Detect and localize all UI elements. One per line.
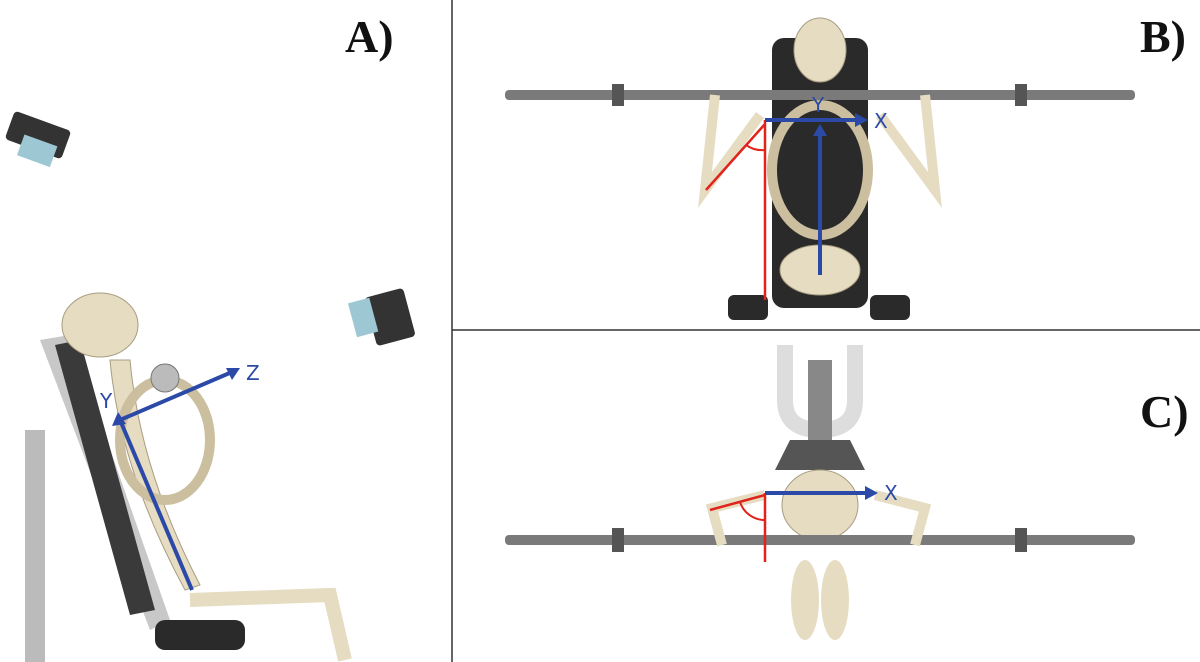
angle-arc bbox=[745, 144, 766, 152]
dumbbell bbox=[150, 363, 180, 393]
bench-seat bbox=[155, 620, 245, 650]
axis-label-x: X bbox=[874, 109, 888, 133]
panel-c bbox=[505, 345, 1135, 640]
bench-backrest bbox=[55, 340, 155, 615]
headrest bbox=[775, 440, 865, 470]
right-arm bbox=[875, 94, 942, 208]
skull bbox=[61, 292, 139, 358]
panel-label-c: C) bbox=[1140, 386, 1189, 437]
spine-axis-arrow bbox=[118, 419, 194, 591]
panel-a bbox=[5, 111, 415, 662]
camera-icon bbox=[347, 288, 415, 346]
arm-angle-line bbox=[705, 123, 766, 191]
axis-label-y: Y bbox=[99, 389, 113, 413]
camera-icon bbox=[5, 111, 71, 168]
axis-label-x: X bbox=[884, 481, 898, 505]
angle-arc bbox=[739, 501, 766, 522]
right-arm bbox=[873, 490, 932, 547]
z-axis-arrow bbox=[119, 370, 233, 422]
bench-post bbox=[25, 430, 45, 662]
left-arm bbox=[698, 94, 765, 208]
barbell bbox=[505, 90, 1135, 100]
panel-label-b: B) bbox=[1140, 11, 1186, 62]
panel-label-a: A) bbox=[345, 11, 394, 62]
skull bbox=[781, 469, 859, 541]
axis-label-z: Z bbox=[246, 361, 260, 385]
axis-label-y: Y bbox=[811, 93, 825, 117]
panel-b bbox=[505, 17, 1135, 320]
barbell bbox=[505, 535, 1135, 545]
arm-angle-line bbox=[709, 493, 766, 512]
leg bbox=[189, 587, 352, 662]
skull bbox=[793, 17, 847, 83]
